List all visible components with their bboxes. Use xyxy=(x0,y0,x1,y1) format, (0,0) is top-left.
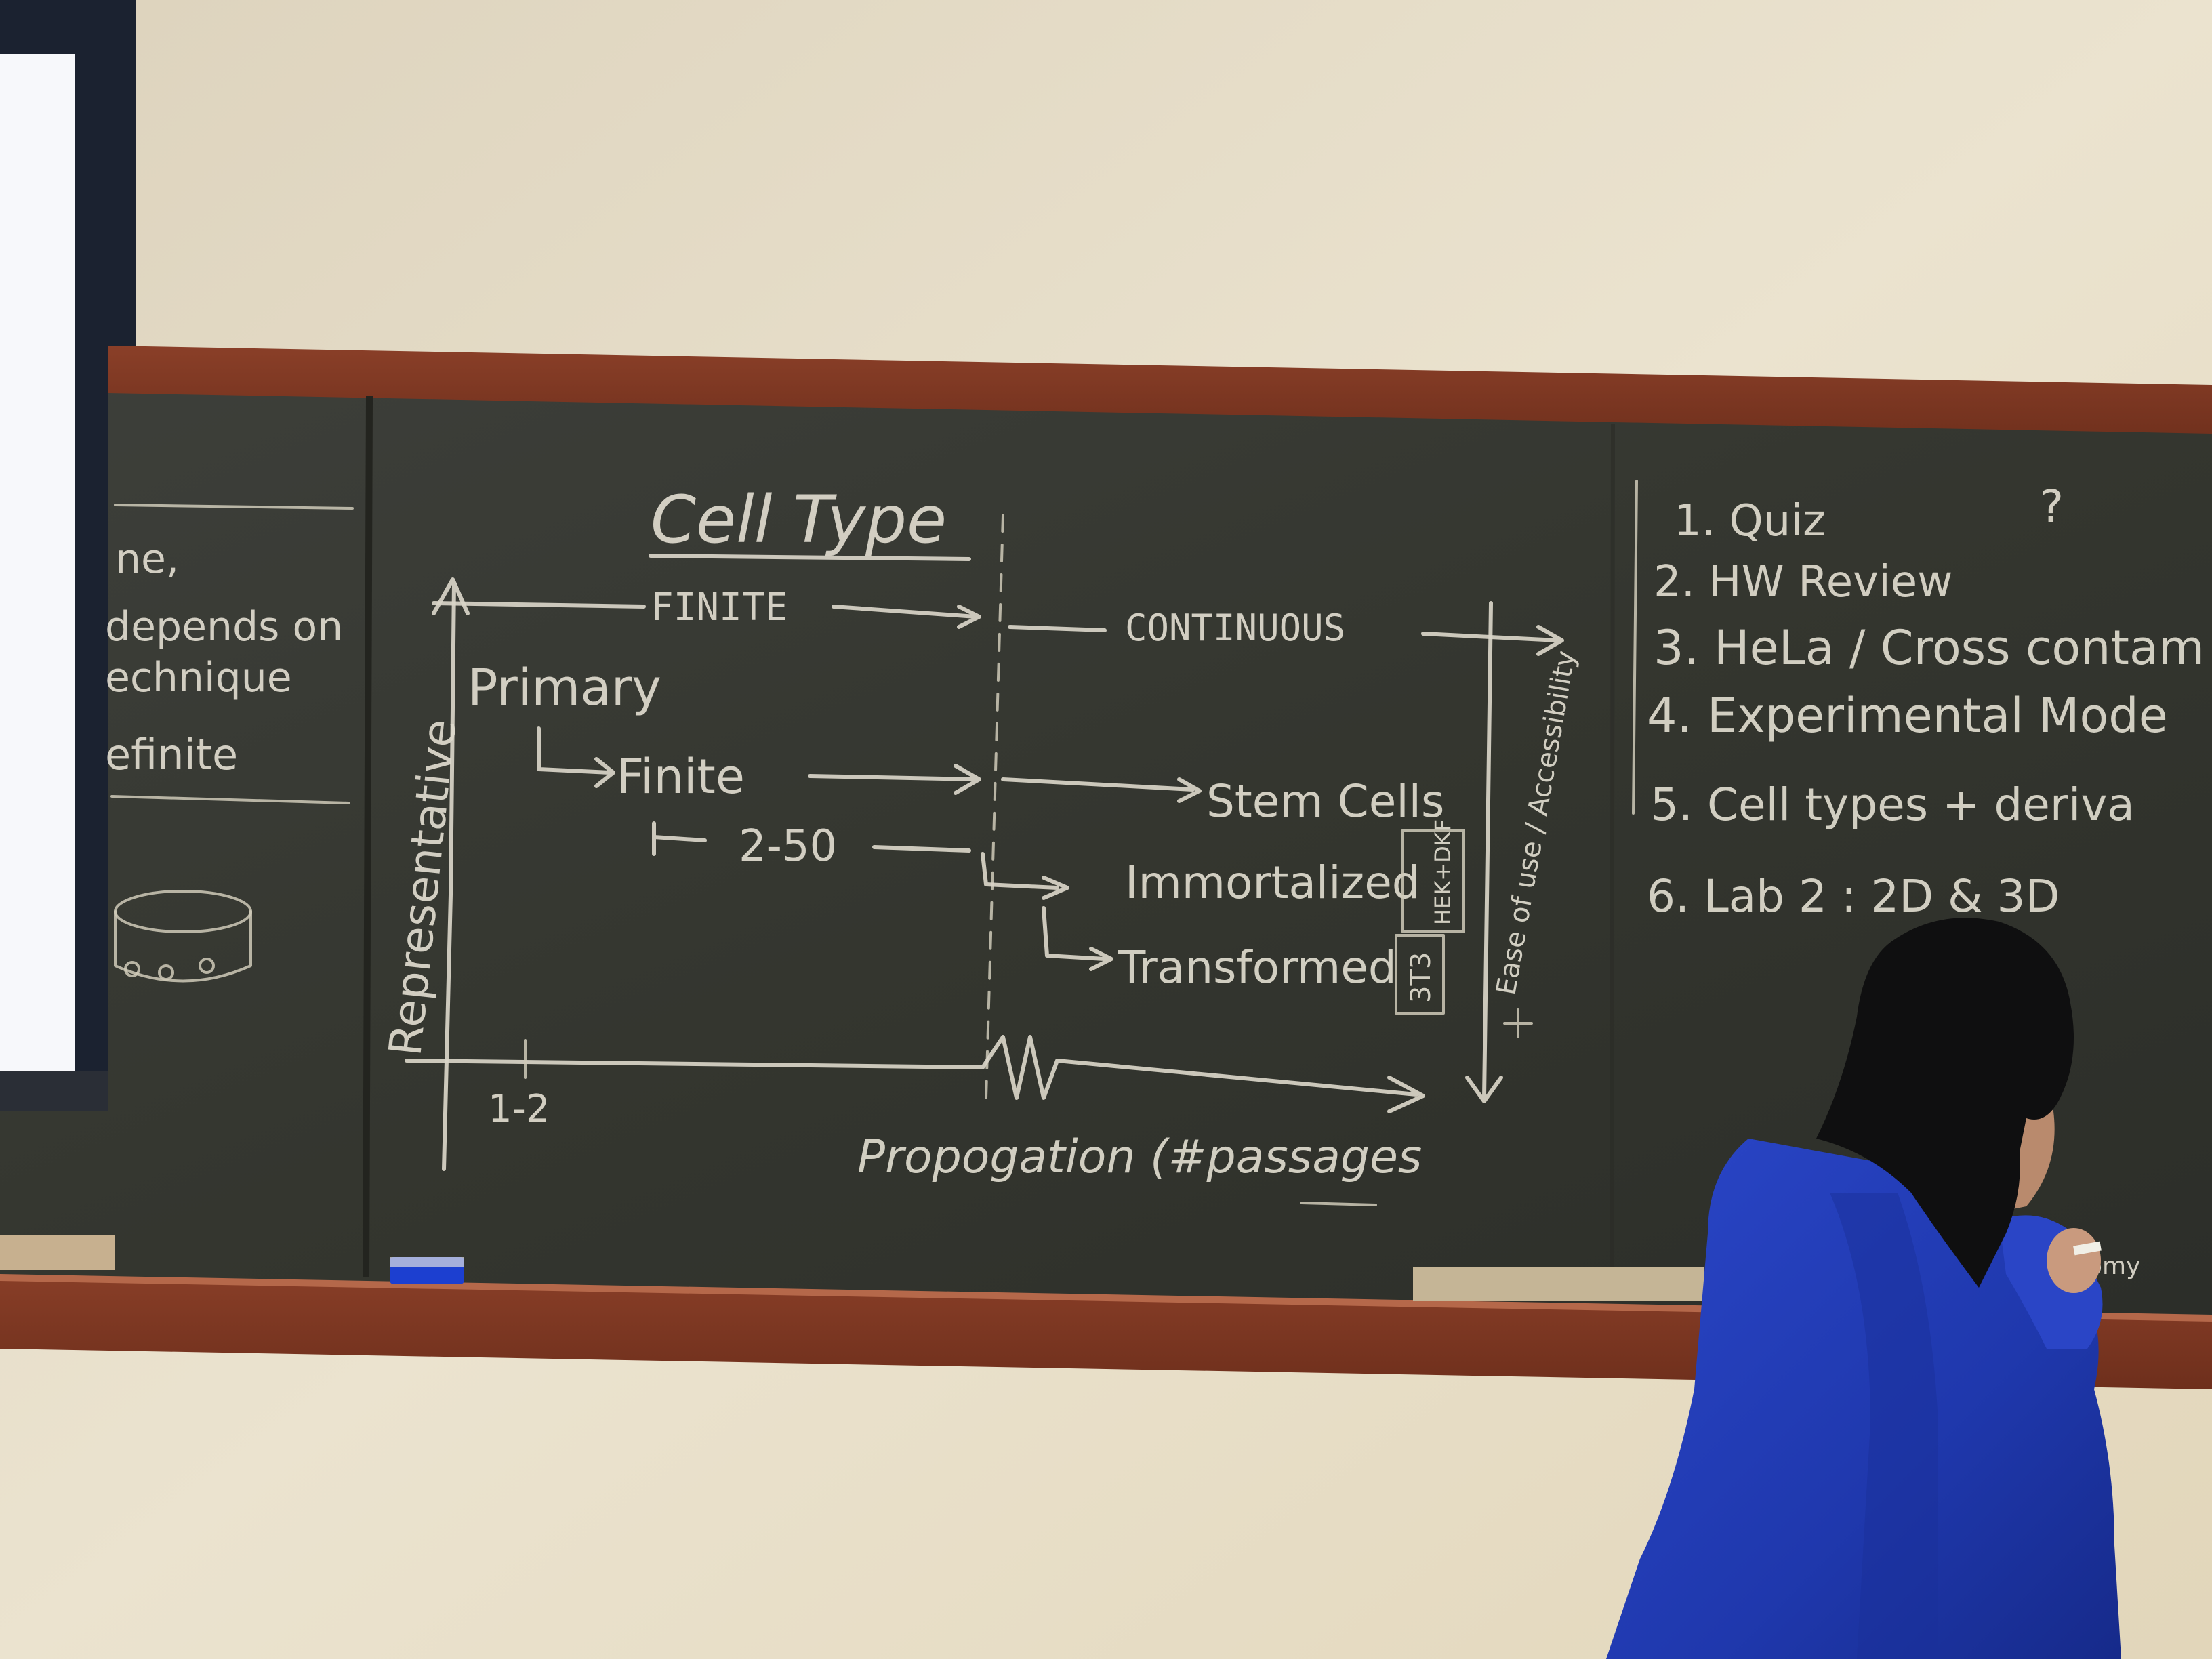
propagation-axis xyxy=(405,1035,1425,1113)
left-note-line1: ne, xyxy=(115,535,179,583)
chalk-ledge-block-right xyxy=(1413,1267,1704,1301)
agenda-item-5: 5. Cell types + deriva xyxy=(1650,779,2135,831)
immortalized-label: Immortalized xyxy=(1125,857,1420,909)
instructor-hand xyxy=(2047,1228,2101,1293)
agenda-item-6: 6. Lab 2 : 2D & 3D xyxy=(1647,870,2060,922)
left-note-line4: efinite xyxy=(105,730,238,779)
diagram-title: Cell Type xyxy=(651,482,947,558)
agenda-item-1: 1. Quiz xyxy=(1674,496,1826,546)
primary-label: Primary xyxy=(468,659,661,717)
left-note-line3: echnique xyxy=(105,654,292,701)
agenda-item-2: 2. HW Review xyxy=(1654,557,1953,607)
chalkboard xyxy=(0,393,2212,1315)
agenda-item-4: 4. Experimental Mode xyxy=(1647,688,2168,743)
instructor-jacket xyxy=(1606,1139,2121,1659)
continuous-label: CONTINUOUS xyxy=(1125,607,1345,649)
range-2-50: 2-50 xyxy=(739,821,837,872)
tick-1-2: 1-2 xyxy=(488,1087,550,1131)
left-board-notes: ne, depends on echnique efinite xyxy=(105,504,354,983)
transformed-label: Transformed xyxy=(1118,941,1397,994)
instructor xyxy=(1606,918,2121,1659)
instructor-hair xyxy=(1816,918,2074,1288)
left-note-line2: depends on xyxy=(105,603,343,651)
finite-arrow xyxy=(432,601,981,629)
box-hek-label: HEK+DKF xyxy=(1430,819,1456,925)
box-3t3-label: 3T3 xyxy=(1406,952,1437,1003)
stem-cells-label: Stem Cells xyxy=(1206,775,1444,827)
finite-branch-label: Finite xyxy=(617,749,745,804)
chalk-tray xyxy=(0,1235,1704,1301)
agenda-item-3: 3. HeLa / Cross contam xyxy=(1654,620,2205,676)
agenda-list: ? 1. Quiz 2. HW Review 3. HeLa / Cross c… xyxy=(1632,480,2205,1280)
propagation-label: Propogation (#passages xyxy=(857,1130,1422,1184)
dish-sketch xyxy=(114,890,252,983)
chalk-ledge-block-left xyxy=(0,1235,115,1270)
finite-label: FINITE xyxy=(651,586,787,630)
agenda-question-mark: ? xyxy=(2040,480,2064,533)
